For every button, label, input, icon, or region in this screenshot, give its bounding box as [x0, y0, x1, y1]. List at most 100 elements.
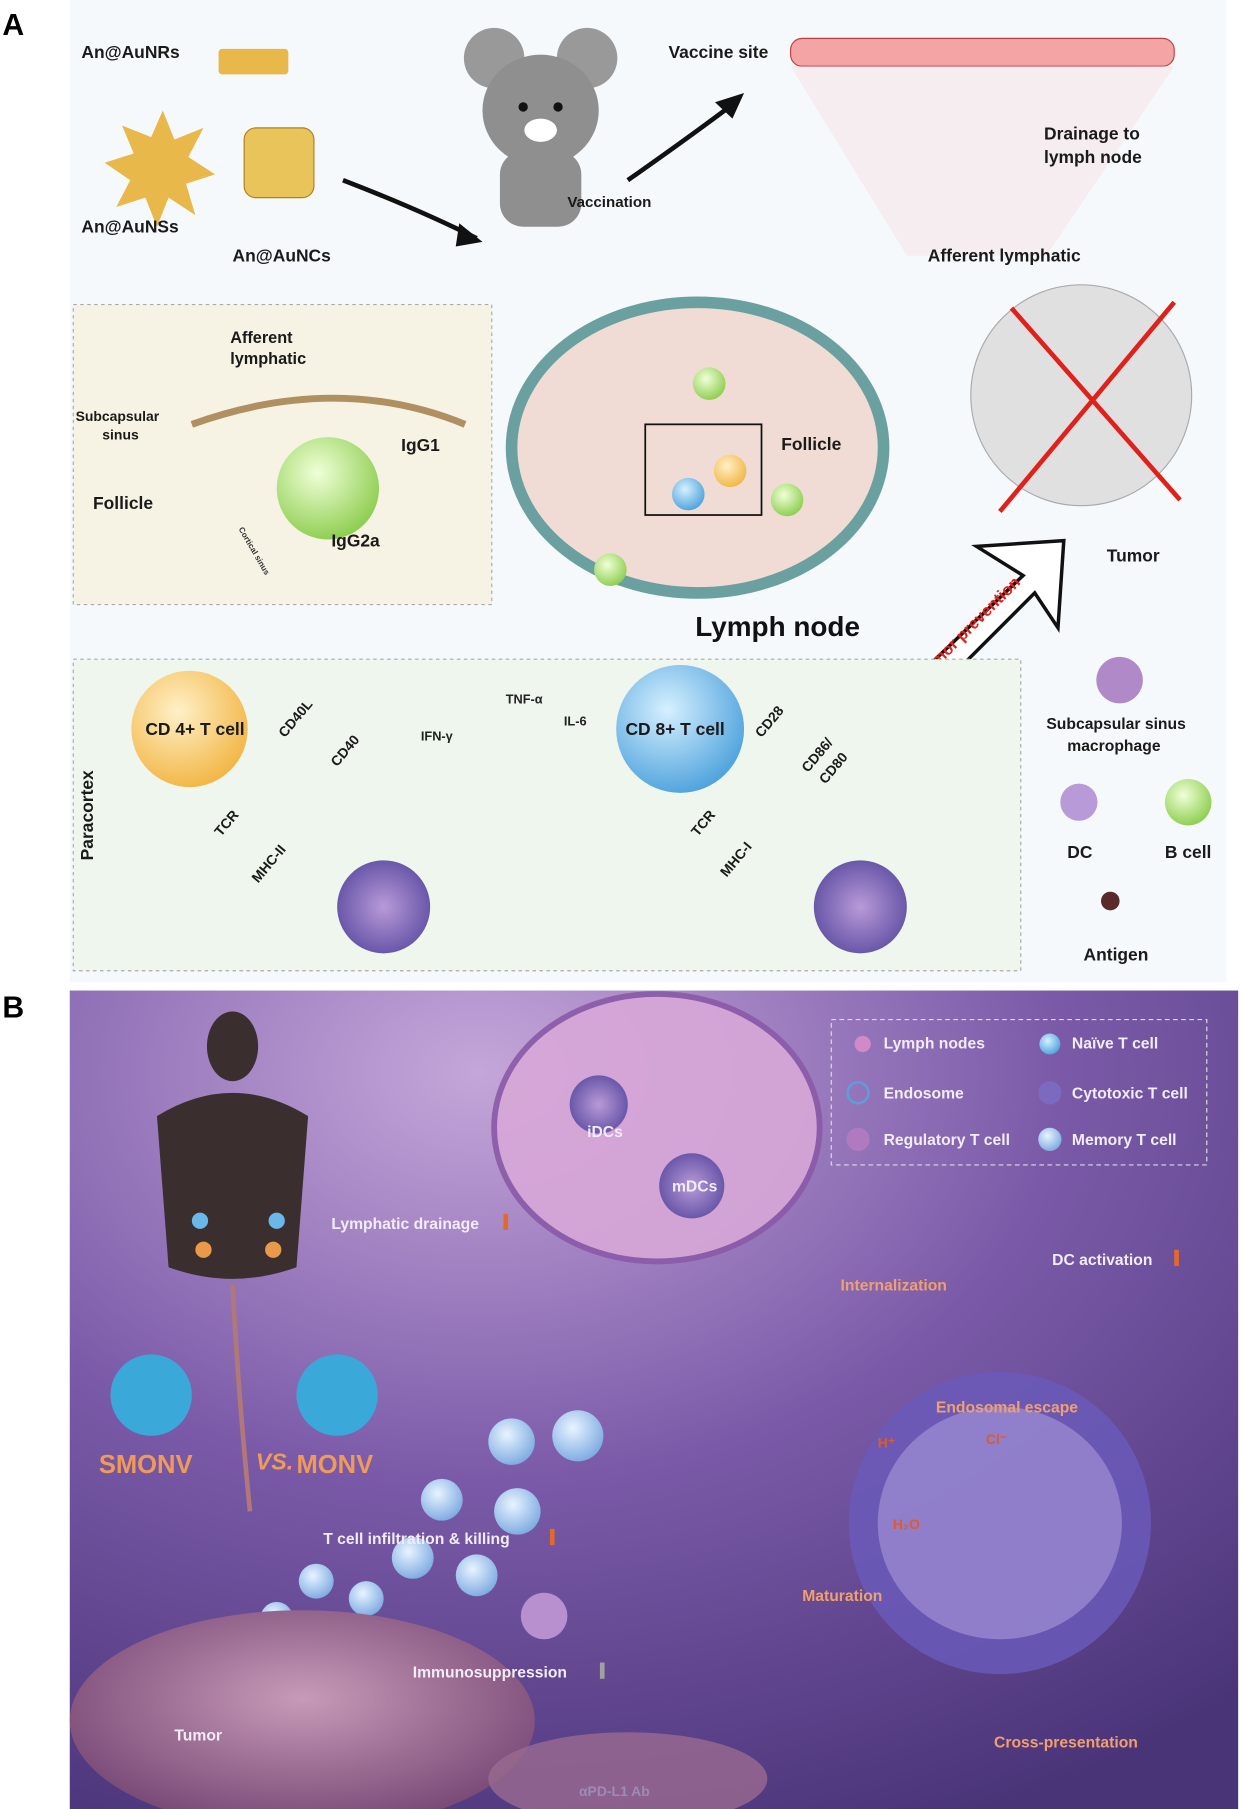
label-t-cell-infiltration: T cell infiltration & killing	[323, 1531, 510, 1548]
inset-igg2a: IgG2a	[331, 530, 380, 550]
nanorod-icon	[218, 48, 289, 75]
label-h2o: H₂O	[893, 1516, 920, 1532]
label-immunosuppression: Immunosuppression	[413, 1665, 567, 1682]
macrophage-icon	[1096, 656, 1143, 704]
naive-t-cell-icon	[1039, 1033, 1061, 1055]
black-mouse-illustration	[156, 1011, 309, 1512]
inset-igg1: IgG1	[401, 435, 440, 455]
memory-t-cell-icon	[1038, 1127, 1062, 1151]
label-antibody: αPD-L1 Ab	[579, 1783, 650, 1799]
regulatory-t-cell-icon	[846, 1127, 870, 1151]
tumor-tissue	[69, 1610, 535, 1809]
drainage-cone	[790, 66, 1175, 256]
inset-follicle: Follicle	[93, 493, 153, 513]
label-vs: VS.	[256, 1449, 293, 1475]
tumor-tissue	[488, 1732, 768, 1809]
inset-afferent-2: lymphatic	[230, 350, 306, 368]
antigen-icon	[1100, 891, 1120, 911]
inset-subcapsular-2: sinus	[102, 426, 139, 442]
cytotoxic-t-cell-icon	[1038, 1081, 1062, 1105]
label-cd4: CD 4+ T cell	[145, 719, 244, 739]
sinus-line	[190, 394, 467, 428]
legend-item: Memory T cell	[1072, 1132, 1177, 1149]
legend-item: Endosome	[884, 1086, 964, 1103]
panel-a-letter: A	[2, 9, 24, 42]
label-internalization: Internalization	[841, 1277, 947, 1294]
b-cell-legend-icon	[1164, 778, 1212, 826]
label-paracortex: Paracortex	[77, 770, 97, 860]
down-arrow-icon	[599, 1662, 605, 1679]
panel-a: A An@AuNRs An@AuNSs An@AuNCs Vaccination…	[2, 0, 1227, 983]
label-monv: MONV	[296, 1451, 373, 1479]
up-arrow-icon	[503, 1213, 509, 1231]
label-drainage-1: Drainage to	[1044, 124, 1140, 144]
vaccine-site-cells	[789, 37, 1175, 67]
label-lymphatic-drainage: Lymphatic drainage	[331, 1216, 479, 1233]
mouse-illustration	[463, 27, 618, 227]
follicle-inset	[72, 304, 493, 606]
t-cells	[260, 1410, 604, 1640]
legend-item: Cytotoxic T cell	[1072, 1086, 1188, 1103]
arrowhead	[455, 223, 483, 247]
legend-item: Naïve T cell	[1072, 1036, 1158, 1053]
label-tumor: Tumor	[1107, 546, 1160, 566]
legend-macrophage-1: Subcapsular sinus	[1046, 716, 1186, 733]
dc-cell	[337, 860, 431, 954]
b-cell-icon	[276, 437, 380, 540]
label-il6: IL-6	[564, 713, 587, 728]
legend-bcell: B cell	[1165, 842, 1211, 862]
monv-particle-icon	[296, 1354, 378, 1436]
label-mdcs: mDCs	[672, 1179, 718, 1196]
legend-box-b	[830, 1019, 1208, 1166]
label-afferent-lymphatic: Afferent lymphatic	[928, 246, 1081, 266]
lymph-node-b	[491, 991, 823, 1265]
label-maturation: Maturation	[802, 1588, 882, 1605]
label-follicle: Follicle	[781, 434, 841, 454]
mdc-cell	[659, 1153, 725, 1219]
label-cross-presentation: Cross-presentation	[994, 1734, 1138, 1751]
cd8-t-cell	[616, 665, 745, 793]
label-vaccination: Vaccination	[567, 194, 651, 211]
arrow-to-site	[626, 102, 734, 183]
dc-cytoplasm	[877, 1406, 1122, 1640]
dc-icon	[1060, 783, 1098, 821]
up-arrow-icon	[549, 1528, 555, 1546]
legend-item: Regulatory T cell	[884, 1132, 1010, 1149]
legend-dc: DC	[1067, 842, 1093, 862]
label-endosomal-escape: Endosomal escape	[936, 1400, 1078, 1417]
cross-line	[1009, 306, 1182, 502]
label-cd8: CD 8+ T cell	[625, 719, 724, 739]
label-tnf: TNF-α	[506, 691, 543, 706]
label-h-plus: H⁺	[878, 1434, 895, 1450]
up-arrow-icon	[1174, 1249, 1179, 1267]
legend-item: Lymph nodes	[884, 1036, 986, 1053]
label-auncs: An@AuNCs	[233, 246, 331, 266]
label-smonv: SMONV	[99, 1451, 193, 1479]
dc-cell	[813, 860, 907, 954]
smonv-particle-icon	[110, 1354, 192, 1436]
label-lymph-node: Lymph node	[695, 611, 860, 642]
inset-afferent-1: Afferent	[230, 329, 293, 347]
label-aunrs: An@AuNRs	[81, 42, 179, 62]
panel-b: B SMONV VS. MONV iDCs mDCs Lymphatic dra…	[2, 990, 1239, 1809]
label-idcs: iDCs	[587, 1124, 623, 1141]
panel-b-letter: B	[2, 991, 24, 1024]
label-cl-minus: Cl⁻	[986, 1431, 1007, 1447]
cd4-t-cell	[131, 670, 248, 788]
label-ifn: IFN-γ	[421, 729, 454, 744]
label-tumor-b: Tumor	[174, 1727, 222, 1744]
endosome-icon	[846, 1081, 870, 1105]
cross-line	[998, 300, 1177, 514]
arrowhead	[715, 93, 745, 119]
nanostar-icon	[104, 110, 216, 227]
label-dc-activation: DC activation	[1052, 1252, 1152, 1269]
inset-subcapsular-1: Subcapsular	[76, 408, 160, 424]
idc-cell	[569, 1075, 628, 1134]
lymph-node-legend-icon	[854, 1035, 871, 1053]
legend-macrophage-2: macrophage	[1067, 738, 1161, 755]
legend-antigen: Antigen	[1084, 944, 1149, 964]
label-ausns: An@AuNSs	[81, 217, 178, 237]
nanocage-icon	[243, 127, 315, 199]
label-drainage-2: lymph node	[1044, 147, 1142, 167]
